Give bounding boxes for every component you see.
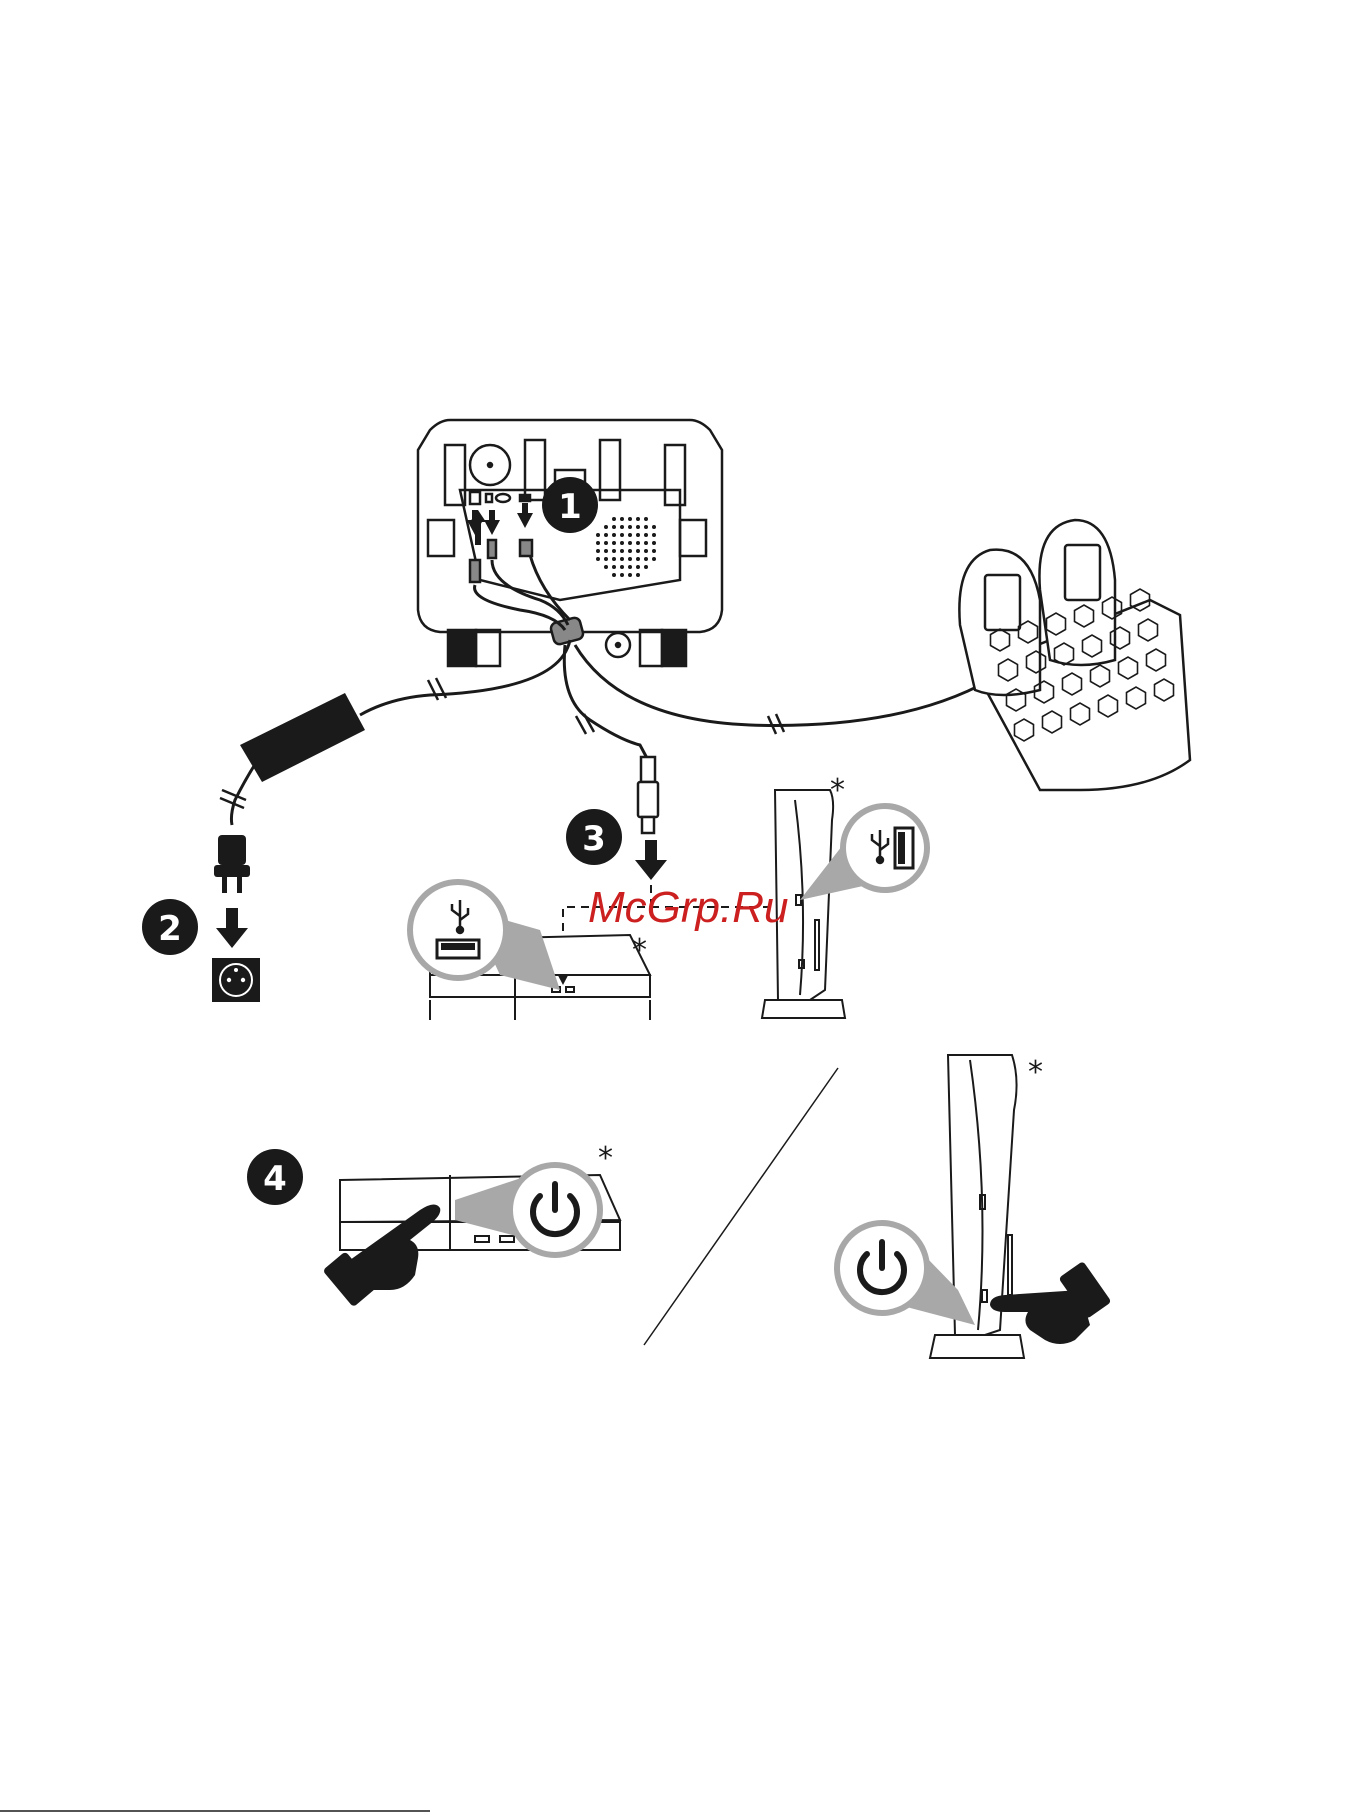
zoom-bubble-usb (843, 806, 927, 890)
grille-dot (604, 565, 608, 569)
step-badge-3: 3 (566, 809, 622, 865)
grille-dot (644, 517, 648, 521)
step-badge-2: 2 (142, 899, 198, 955)
grille-dot (636, 533, 640, 537)
zoom-bubble-power (837, 1223, 927, 1313)
step-number: 3 (582, 819, 606, 859)
grille-dot (612, 549, 616, 553)
grille-dot (636, 557, 640, 561)
grille-dot (628, 517, 632, 521)
grille-dot (628, 549, 632, 553)
grille-dot (652, 541, 656, 545)
step-number: 1 (558, 487, 582, 527)
grille-dot (652, 525, 656, 529)
grille-dot (652, 549, 656, 553)
grille-dot (620, 525, 624, 529)
grille-dot (596, 549, 600, 553)
grille-dot (636, 549, 640, 553)
zoom-bubble-usb (410, 882, 506, 978)
plug-icon (214, 835, 250, 893)
grille-dot (604, 525, 608, 529)
grille-dot (652, 533, 656, 537)
footnote-marker-ps5-step4: * (1028, 1055, 1043, 1090)
pedal-set (959, 520, 1190, 790)
grille-dot (620, 565, 624, 569)
wheel-base (418, 420, 722, 666)
grille-dot (628, 525, 632, 529)
grille-dot (604, 557, 608, 561)
speaker-grille (596, 517, 656, 577)
grille-dot (636, 541, 640, 545)
zoom-bubble-power (510, 1165, 600, 1255)
grille-dot (612, 573, 616, 577)
grille-dot (612, 565, 616, 569)
down-arrow-icon (216, 908, 248, 948)
footnote-marker-ps4-step4: * (598, 1141, 613, 1176)
grille-dot (628, 533, 632, 537)
grille-dot (628, 557, 632, 561)
grille-dot (620, 549, 624, 553)
grille-dot (604, 541, 608, 545)
grille-dot (612, 541, 616, 545)
footnote-marker-ps4: * (632, 933, 647, 968)
down-arrow-icon (635, 840, 667, 880)
grille-dot (644, 565, 648, 569)
grille-dot (612, 557, 616, 561)
power-adapter (240, 693, 365, 782)
grille-dot (644, 549, 648, 553)
grille-dot (628, 573, 632, 577)
grille-dot (620, 557, 624, 561)
step-number: 4 (263, 1159, 287, 1199)
grille-dot (636, 573, 640, 577)
step-number: 2 (158, 909, 182, 949)
grille-dot (612, 533, 616, 537)
grille-dot (644, 541, 648, 545)
grille-dot (604, 533, 608, 537)
grille-dot (644, 525, 648, 529)
grille-dot (652, 557, 656, 561)
socket-icon (212, 958, 260, 1002)
grille-dot (644, 557, 648, 561)
grille-dot (644, 533, 648, 537)
grille-dot (620, 541, 624, 545)
grille-dot (612, 525, 616, 529)
footnote-marker-ps5: * (830, 773, 845, 808)
grille-dot (604, 549, 608, 553)
grille-dot (636, 517, 640, 521)
grille-dot (620, 573, 624, 577)
grille-dot (596, 533, 600, 537)
usb-plug (638, 757, 658, 833)
cables (231, 555, 990, 825)
grille-dot (612, 517, 616, 521)
grille-dot (636, 525, 640, 529)
grille-dot (628, 541, 632, 545)
grille-dot (596, 557, 600, 561)
grille-dot (620, 517, 624, 521)
step-badge-4: 4 (247, 1149, 303, 1205)
grille-dot (636, 565, 640, 569)
step-badge-1: 1 (542, 477, 598, 533)
divider-line (644, 1068, 838, 1345)
grille-dot (620, 533, 624, 537)
grille-dot (596, 541, 600, 545)
grille-dot (628, 565, 632, 569)
watermark: McGrp.Ru (588, 883, 788, 932)
